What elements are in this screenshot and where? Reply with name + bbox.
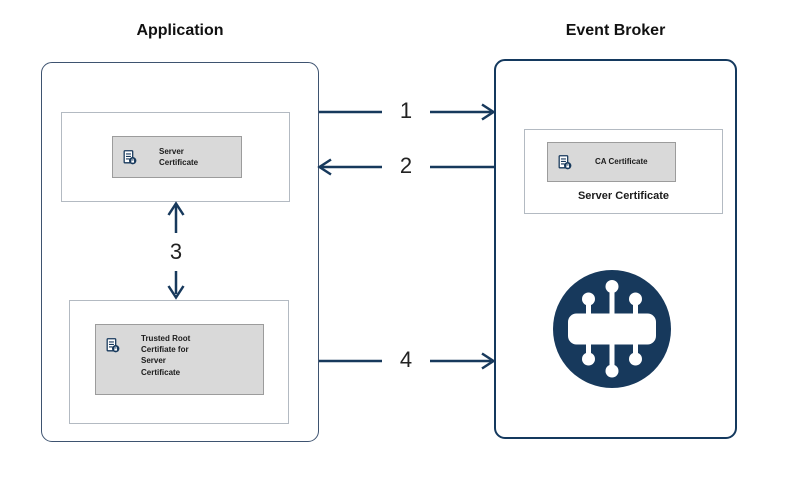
arrow-1-head (481, 103, 496, 121)
step-2-label: 2 (399, 153, 413, 178)
ca-certificate-chip: CA Certificate (547, 142, 676, 182)
certificate-icon (106, 338, 120, 353)
eb-server-certificate-label: Server Certificate (577, 190, 670, 202)
server-certificate-container: Server Certificate (61, 112, 290, 202)
event-broker-title: Event Broker (565, 22, 666, 39)
server-certificate-chip: Server Certificate (112, 136, 242, 178)
step-3-label: 3 (169, 239, 183, 264)
trusted-root-chip-label: Trusted Root Certifiate for Server Certi… (141, 334, 191, 377)
event-broker-box: CA Certificate Server Certificate (494, 59, 737, 439)
eb-server-certificate-container: CA Certificate Server Certificate (524, 129, 723, 214)
event-broker-icon (553, 270, 671, 388)
trusted-root-container: Trusted Root Certifiate for Server Certi… (69, 300, 289, 424)
server-certificate-chip-label: Server Certificate (159, 146, 199, 167)
step-1-label: 1 (399, 98, 413, 123)
ca-certificate-chip-label: CA Certificate (595, 157, 648, 167)
step-4-label: 4 (399, 347, 413, 372)
certificate-icon (558, 154, 572, 169)
trusted-root-chip: Trusted Root Certifiate for Server Certi… (95, 324, 264, 395)
arrow-2-head (317, 158, 332, 176)
certificate-icon (123, 149, 137, 164)
arrow-4-head (481, 352, 496, 370)
application-box: Server Certificate Trusted Root Certifia… (41, 62, 319, 442)
application-title: Application (136, 22, 224, 39)
